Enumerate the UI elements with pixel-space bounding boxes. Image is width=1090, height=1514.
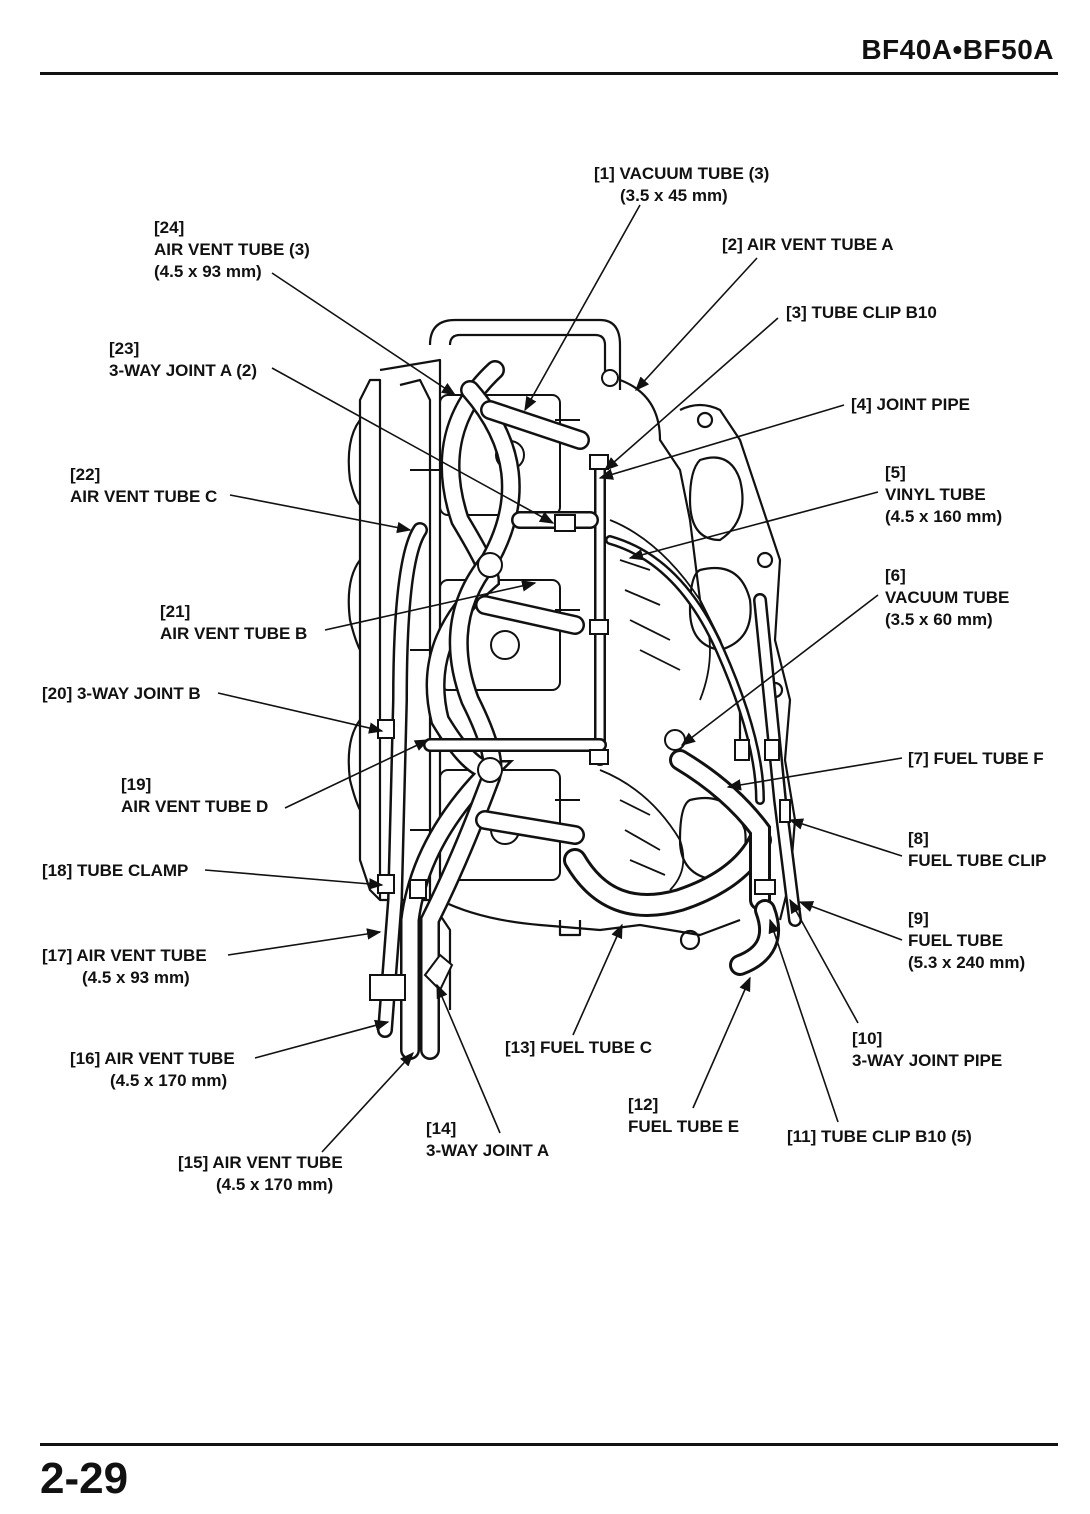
callout-12-fuel-tube-e: [12] FUEL TUBE E	[628, 1094, 739, 1138]
callout-line: (4.5 x 170 mm)	[216, 1175, 334, 1194]
callout-4-joint-pipe: [4] JOINT PIPE	[851, 394, 970, 416]
callout-line: [1] VACUUM TUBE (3)	[594, 164, 770, 183]
callout-19-air-vent-tube-d: [19] AIR VENT TUBE D	[121, 774, 268, 818]
callout-line: [7] FUEL TUBE F	[908, 749, 1044, 768]
callout-line: [16] AIR VENT TUBE	[70, 1049, 235, 1068]
callout-10-3-way-joint-pipe: [10] 3-WAY JOINT PIPE	[852, 1028, 1002, 1072]
callout-14-3-way-joint-a: [14] 3-WAY JOINT A	[426, 1118, 549, 1162]
leader-lines	[204, 204, 903, 1153]
callout-line: AIR VENT TUBE B	[160, 624, 308, 643]
callout-21-air-vent-tube-b: [21] AIR VENT TUBE B	[160, 601, 307, 645]
callout-line: [21]	[160, 602, 191, 621]
header-rule	[40, 72, 1058, 75]
callout-17-air-vent-tube: [17] AIR VENT TUBE (4.5 x 93 mm)	[42, 945, 207, 989]
callout-line: FUEL TUBE CLIP	[908, 851, 1047, 870]
callout-line: [8]	[908, 829, 929, 848]
callout-line: VACUUM TUBE	[885, 588, 1010, 607]
callout-line: (5.3 x 240 mm)	[908, 953, 1026, 972]
callout-line: [14]	[426, 1119, 457, 1138]
callout-line: 3-WAY JOINT PIPE	[852, 1051, 1003, 1070]
callout-line: AIR VENT TUBE C	[70, 487, 218, 506]
callout-6-vacuum-tube: [6] VACUUM TUBE (3.5 x 60 mm)	[885, 565, 1009, 631]
callout-line: [12]	[628, 1095, 659, 1114]
callout-line: (4.5 x 160 mm)	[885, 507, 1003, 526]
callout-18-tube-clamp: [18] TUBE CLAMP	[42, 860, 188, 882]
callout-13-fuel-tube-c: [13] FUEL TUBE C	[505, 1037, 652, 1059]
page-number: 2-29	[40, 1454, 129, 1503]
callout-line: [19]	[121, 775, 152, 794]
callout-line: AIR VENT TUBE (3)	[154, 240, 310, 259]
callout-line: [4] JOINT PIPE	[851, 395, 971, 414]
callout-3-tube-clip-b10: [3] TUBE CLIP B10	[786, 302, 937, 324]
callout-1-vacuum-tube: [1] VACUUM TUBE (3) (3.5 x 45 mm)	[594, 163, 769, 207]
callout-line: [22]	[70, 465, 101, 484]
callout-line: [9]	[908, 909, 929, 928]
callout-line: AIR VENT TUBE D	[121, 797, 269, 816]
callout-11-tube-clip-b10: [11] TUBE CLIP B10 (5)	[787, 1126, 972, 1148]
tube-routing	[377, 360, 802, 1060]
callout-line: [6]	[885, 566, 906, 585]
callout-9-fuel-tube: [9] FUEL TUBE (5.3 x 240 mm)	[908, 908, 1025, 974]
callout-line: [5]	[885, 463, 906, 482]
callout-line: [24]	[154, 218, 185, 237]
model-title: BF40A•BF50A	[861, 34, 1054, 65]
callout-line: (4.5 x 93 mm)	[154, 262, 262, 281]
callout-line: (4.5 x 170 mm)	[110, 1071, 228, 1090]
callout-line: [3] TUBE CLIP B10	[786, 303, 937, 322]
callout-line: FUEL TUBE E	[628, 1117, 740, 1136]
callout-line: [20] 3-WAY JOINT B	[42, 684, 201, 703]
callout-15-air-vent-tube: [15] AIR VENT TUBE (4.5 x 170 mm)	[178, 1152, 343, 1196]
intake-ribs	[599, 519, 711, 891]
callout-8-fuel-tube-clip: [8] FUEL TUBE CLIP	[908, 828, 1047, 872]
callout-16-air-vent-tube: [16] AIR VENT TUBE (4.5 x 170 mm)	[70, 1048, 235, 1092]
callout-line: (3.5 x 45 mm)	[620, 186, 728, 205]
callout-line: [13] FUEL TUBE C	[505, 1038, 653, 1057]
callout-line: (4.5 x 93 mm)	[82, 968, 190, 987]
callout-20-3-way-joint-b: [20] 3-WAY JOINT B	[42, 683, 201, 705]
callout-line: [15] AIR VENT TUBE	[178, 1153, 343, 1172]
callout-line: 3-WAY JOINT A	[426, 1141, 550, 1160]
joints-and-clips	[369, 369, 791, 1001]
callout-line: [2] AIR VENT TUBE A	[722, 235, 894, 254]
callout-line: 3-WAY JOINT A (2)	[109, 361, 257, 380]
callout-line: (3.5 x 60 mm)	[885, 610, 993, 629]
callout-2-air-vent-tube-a: [2] AIR VENT TUBE A	[722, 234, 894, 256]
callout-23-3-way-joint-a: [23] 3-WAY JOINT A (2)	[109, 338, 257, 382]
callout-22-air-vent-tube-c: [22] AIR VENT TUBE C	[70, 464, 217, 508]
callout-7-fuel-tube-f: [7] FUEL TUBE F	[908, 748, 1044, 770]
footer-rule	[40, 1443, 1058, 1446]
callout-5-vinyl-tube: [5] VINYL TUBE (4.5 x 160 mm)	[885, 462, 1002, 528]
callout-line: [10]	[852, 1029, 883, 1048]
callout-line: FUEL TUBE	[908, 931, 1004, 950]
callout-line: [18] TUBE CLAMP	[42, 861, 189, 880]
callout-line: [11] TUBE CLIP B10 (5)	[787, 1127, 972, 1146]
callout-24-air-vent-tube: [24] AIR VENT TUBE (3) (4.5 x 93 mm)	[154, 217, 310, 283]
callout-line: [23]	[109, 339, 140, 358]
callout-line: VINYL TUBE	[885, 485, 986, 504]
callout-line: [17] AIR VENT TUBE	[42, 946, 207, 965]
